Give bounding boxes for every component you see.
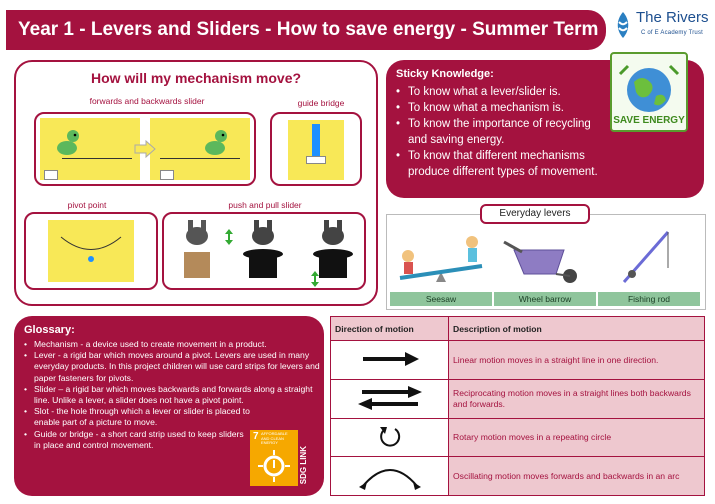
list-item: Slot - the hole through which a lever or… [24,406,252,428]
caption-forwards-backwards: forwards and backwards slider [89,96,205,106]
caption-push-pull: push and pull slider [228,200,302,210]
table-row: Linear motion moves in a straight line i… [330,340,705,381]
sun-power-icon [258,450,290,482]
wheel-barrow-label: Wheel barrow [494,292,596,306]
motion-description: Reciprocating motion moves in a straight… [448,379,705,419]
earth-icon [618,64,680,112]
slider-card-after [150,118,250,180]
list-item: To know that different mechanisms produc… [396,148,608,180]
reciprocating-arrows-icon [357,385,422,410]
logo-subtitle: C of E Academy Trust [641,30,704,36]
list-item: Guide or bridge - a short card strip use… [24,429,252,451]
fishing-rod-icon [622,231,670,283]
sticky-knowledge-heading: Sticky Knowledge: [396,68,494,80]
sdg-7-badge: 7 AFFORDABLE AND CLEAN ENERGY [250,430,298,486]
dinosaur-icon [205,130,227,155]
table-row: Oscillating motion moves forwards and ba… [330,456,705,496]
pivot-point-illustration [24,212,158,290]
oscillating-arrow-icon [358,469,421,491]
pivot-arc-icon [60,236,122,250]
list-item: Lever - a rigid bar which moves around a… [24,350,320,384]
rabbit-in-hat-icon [243,220,283,278]
linear-arrow-icon [362,352,419,367]
everyday-levers-label: Everyday levers [480,204,590,224]
column-header: Direction of motion [330,315,449,342]
trust-logo: The Rivers C of E Academy Trust [608,6,712,50]
slider-strip [312,124,320,156]
motion-description: Linear motion moves in a straight line i… [448,340,705,381]
dinosaur-icon [57,130,79,155]
sdg-link-label: SDG LINK [298,430,312,486]
seesaw-label: Seesaw [390,292,492,306]
glossary-list: Mechanism - a device used to create move… [24,339,320,451]
wheel-barrow-icon [503,240,577,283]
up-down-arrow-icon [311,271,319,287]
save-energy-badge: SAVE ENERGY [610,52,688,132]
fishing-rod-card: Fishing rod [598,228,700,306]
rotary-arrow-icon [379,426,400,447]
sdg-number: 7 [253,431,259,442]
seesaw-card: Seesaw [390,228,492,306]
guide-bridge-illustration [270,112,362,186]
logo-title: The Rivers [636,9,709,26]
rivers-logo-icon [617,12,629,38]
push-pull-slider-illustration [162,212,366,290]
list-item: To know what a mechanism is. [396,100,608,116]
mechanism-title: How will my mechanism move? [90,70,302,86]
wheel-barrow-card: Wheel barrow [494,228,596,306]
sdg-link-text: SDG LINK [299,445,308,484]
table-row: Rotary motion moves in a repeating circl… [330,417,705,458]
caption-guide-bridge: guide bridge [297,98,345,108]
fishing-rod-label: Fishing rod [598,292,700,306]
table-row: Reciprocating motion moves in a straight… [330,379,705,419]
glossary-heading: Glossary: [24,324,75,336]
motion-table: Direction of motion Description of motio… [330,315,705,496]
pivot-fastener [88,256,94,262]
rabbit-in-hat-icon [184,220,210,278]
right-arrow-icon [134,140,156,158]
page-title: Year 1 - Levers and Sliders - How to sav… [6,10,606,50]
seesaw-icon [399,236,483,282]
up-down-arrow-icon [225,229,233,245]
guide-bridge-tab [306,156,326,164]
column-header: Description of motion [448,315,705,342]
motion-description: Oscillating motion moves forwards and ba… [448,456,705,496]
caption-pivot-point: pivot point [67,200,107,210]
motion-description: Rotary motion moves in a repeating circl… [448,417,705,458]
list-item: To know the importance of recycling and … [396,116,608,148]
slider-card-before [40,118,140,180]
list-item: Mechanism - a device used to create move… [24,339,320,350]
sticky-knowledge-list: To know what a lever/slider is. To know … [396,84,608,180]
list-item: Slider – a rigid bar which moves backwar… [24,384,320,406]
sdg-text: AFFORDABLE AND CLEAN ENERGY [261,431,288,445]
table-header-row: Direction of motion Description of motio… [330,315,705,342]
rabbit-in-hat-icon [313,220,353,278]
forwards-backwards-slider-illustration [34,112,256,186]
list-item: To know what a lever/slider is. [396,84,608,100]
save-energy-text: SAVE ENERGY [613,115,685,126]
